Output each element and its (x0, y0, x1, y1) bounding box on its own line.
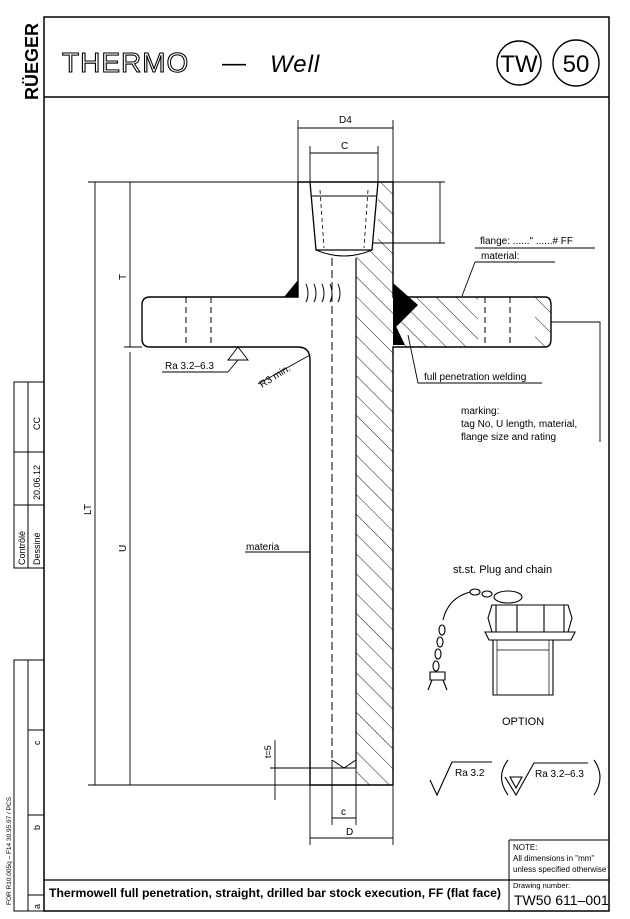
dessine-label: Dessiné (32, 532, 42, 565)
note-line-1: All dimensions in "mm" (513, 854, 594, 863)
badge-tw-circle (496, 40, 542, 86)
dim-d4: D4 (339, 115, 352, 126)
dimension-labels: D4 C T LT U t=5 c D (83, 115, 353, 838)
note-title: NOTE: (513, 843, 537, 852)
dim-lt: LT (83, 504, 94, 515)
ra-legend-2: Ra 3.2–6.3 (535, 769, 584, 780)
rev-a-label: a (32, 904, 42, 909)
dimension-lines (88, 120, 445, 845)
title-block: NOTE: All dimensions in "mm" unless spec… (49, 843, 609, 908)
svg-text:RÜEGER: RÜEGER (22, 23, 42, 100)
title-dash: — (222, 50, 246, 77)
drawing-number-label: Drawing number: (513, 881, 570, 890)
dim-small-c: c (341, 807, 346, 818)
marking-label-3: flange size and rating (461, 432, 556, 443)
r3-label: R3 min. (258, 363, 293, 391)
plug-label: st.st. Plug and chain (453, 564, 552, 576)
drawing-frame (43, 16, 610, 912)
dim-u: U (118, 545, 129, 552)
header: THERMO — Well TW 50 (61, 39, 600, 87)
dim-c: C (341, 141, 348, 152)
drawing-number: TW50 611–001 (514, 892, 609, 908)
option-label: OPTION (502, 716, 544, 728)
roughness-legend (429, 759, 601, 797)
badge-50-circle (552, 39, 600, 87)
revision-date: 20.06.12 (32, 465, 42, 500)
revision-strip (13, 381, 45, 912)
welding-label: full penetration welding (424, 372, 526, 383)
flange-label: flange: ......" ......# FF (480, 236, 573, 247)
rev-c-label: c (32, 740, 42, 745)
form-reference: FOR R10.005q – F14 30.95.97 / PCS (6, 796, 13, 905)
badge-50: 50 (563, 51, 590, 78)
revision-labels: Contrôlé Dessiné 20.06.12 CC c b a FOR R… (6, 417, 42, 909)
controle-label: Contrôlé (17, 531, 27, 565)
dim-t5: t=5 (263, 745, 273, 758)
thermowell-section (141, 181, 552, 786)
marking-label-2: tag No, U length, material, (461, 419, 577, 430)
badge-tw: TW (500, 51, 538, 78)
caption: Thermowell full penetration, straight, d… (49, 886, 501, 900)
plug-and-chain-icon (427, 588, 576, 696)
annotation-leaders (162, 247, 601, 553)
title-sub: Well (270, 51, 320, 78)
revision-initials: CC (32, 417, 42, 430)
rev-b-label: b (32, 825, 42, 830)
note-line-2: unless specified otherwise (513, 865, 607, 874)
marking-label-1: marking: (461, 406, 499, 417)
dim-t: T (118, 274, 129, 280)
title-main: THERMO (62, 47, 189, 78)
ra-top-label: Ra 3.2–6.3 (165, 361, 214, 372)
material-label: material: (481, 251, 519, 262)
dim-d: D (346, 827, 353, 838)
ra-legend-1: Ra 3.2 (455, 768, 485, 779)
materia-label: materia (246, 542, 280, 553)
brand-logo: RÜEGER (22, 23, 42, 100)
